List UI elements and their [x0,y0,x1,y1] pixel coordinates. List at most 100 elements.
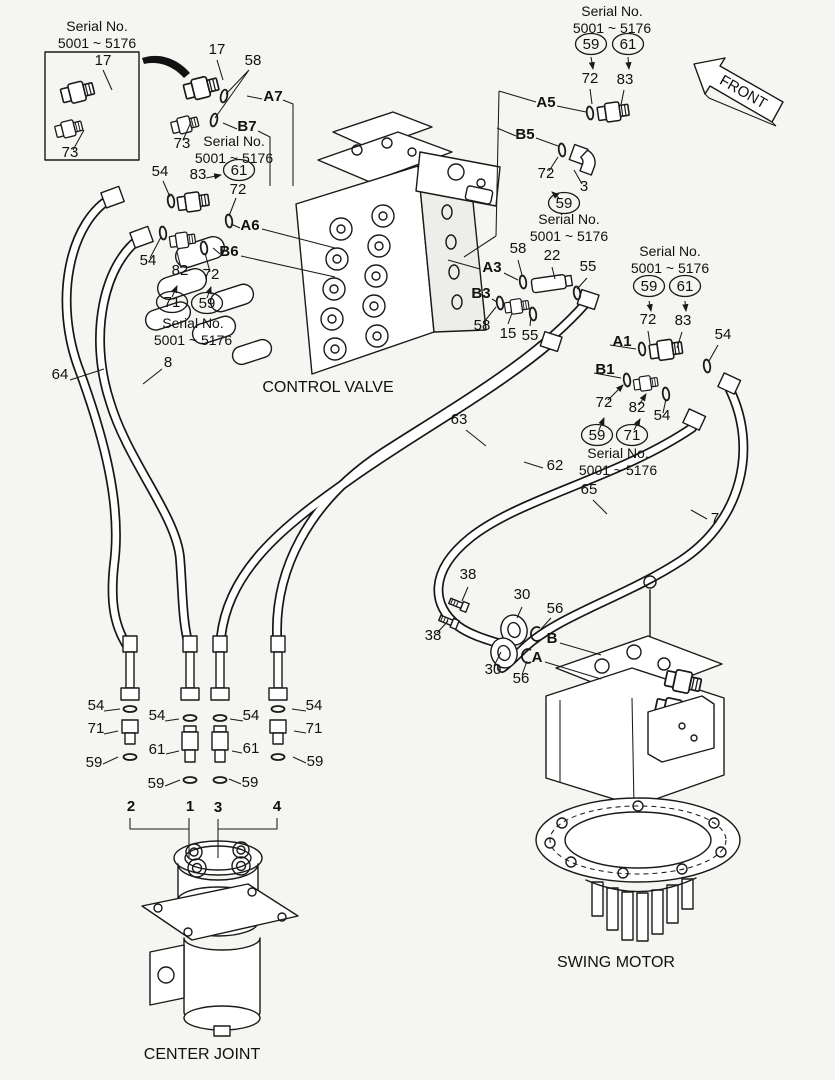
part-label-73: 73 [62,144,79,161]
center-joint-port-fittings [120,635,288,784]
part-label-56: 56 [547,600,564,617]
part-label-61: 61 [149,741,166,758]
part-label-56: 56 [513,670,530,687]
fittings-and-orings [158,73,712,402]
circled-part-label-61: 61 [677,278,694,295]
serial-note-serial-no: Serial No. [162,315,223,331]
part-label-30: 30 [485,661,502,678]
part-label-71: 71 [306,720,323,737]
circled-part-label-71: 71 [624,427,641,444]
part-label-65: 65 [581,481,598,498]
part-label-54: 54 [149,707,166,724]
part-label-54: 54 [152,163,169,180]
part-label-63: 63 [451,411,468,428]
part-label-59: 59 [86,754,103,771]
circled-part-label-61: 61 [231,162,248,179]
serial-note-serial-no: Serial No. [639,243,700,259]
part-label-61: 61 [243,740,260,757]
part-label-58: 58 [474,317,491,334]
serial-note-5001-5176: 5001 ~ 5176 [530,228,608,244]
part-label-59: 59 [148,775,165,792]
caption-swing-motor: SWING MOTOR [557,954,675,971]
part-label-a1: A1 [612,333,631,350]
circled-part-label-59: 59 [199,295,216,312]
serial-note-5001-5176: 5001 ~ 5176 [631,260,709,276]
part-label-58: 58 [510,240,527,257]
part-label-2: 2 [127,798,135,815]
swing-motor-drawing [535,575,741,942]
part-label-59: 59 [307,753,324,770]
part-label-a7: A7 [263,88,282,105]
circled-part-label-61: 61 [620,36,637,53]
circled-part-label-61-circle [222,158,256,182]
circled-part-label-59-circle [632,274,666,298]
part-label-b6: B6 [219,243,238,260]
part-label-71: 71 [88,720,105,737]
part-label-b7: B7 [237,118,256,135]
part-label-22: 22 [544,247,561,264]
part-label-54: 54 [88,697,105,714]
serial-note-5001-5176: 5001 ~ 5176 [579,462,657,478]
part-label-a6: A6 [240,217,259,234]
serial-inset-box [44,51,190,161]
circled-part-label-59-circle [547,191,581,215]
circled-part-label-71-circle [615,423,649,447]
hydraulic-hoses [61,185,749,673]
circled-part-label-61-circle [611,32,645,56]
circled-part-label-59: 59 [583,36,600,53]
part-label-82: 82 [172,262,189,279]
caption-center-joint: CENTER JOINT [144,1046,261,1063]
part-label-55: 55 [580,258,597,275]
part-label-b3: B3 [471,285,490,302]
serial-note-5001-5176: 5001 ~ 5176 [195,150,273,166]
serial-note-serial-no: Serial No. [581,3,642,19]
part-label-54: 54 [140,252,157,269]
part-label-72: 72 [582,70,599,87]
part-label-58: 58 [245,52,262,69]
part-label-54: 54 [306,697,323,714]
part-label-8: 8 [164,354,172,371]
serial-note-5001-5176: 5001 ~ 5176 [573,20,651,36]
part-label-54: 54 [243,707,260,724]
part-label-59: 59 [242,774,259,791]
circled-part-label-59-circle [574,32,608,56]
serial-note-serial-no: Serial No. [538,211,599,227]
circled-part-label-71-circle [155,290,189,314]
control-valve-drawing [144,111,501,375]
part-label-17: 17 [95,52,112,69]
part-label-b: B [547,630,558,647]
part-label-a: A [532,649,543,666]
part-label-1: 1 [186,798,194,815]
part-label-72: 72 [203,266,220,283]
circled-part-label-59: 59 [556,195,573,212]
part-label-30: 30 [514,586,531,603]
circled-part-label-61-circle [668,274,702,298]
circled-part-label-59-circle [190,291,224,315]
part-label-62: 62 [547,457,564,474]
circled-part-label-59: 59 [589,427,606,444]
part-label-54: 54 [654,407,671,424]
part-label-73: 73 [174,135,191,152]
pointer-swoosh [142,55,190,78]
serial-note-serial-no: Serial No. [203,133,264,149]
part-label-3: 3 [214,799,222,816]
circled-part-label-59: 59 [641,278,658,295]
part-label-72: 72 [596,394,613,411]
part-label-38: 38 [460,566,477,583]
part-label-4: 4 [273,798,282,815]
serial-note-5001-5176: 5001 ~ 5176 [58,35,136,51]
serial-note-serial-no: Serial No. [587,445,648,461]
part-label-83: 83 [675,312,692,329]
serial-note-5001-5176: 5001 ~ 5176 [154,332,232,348]
part-label-64: 64 [52,366,69,383]
part-label-b5: B5 [515,126,534,143]
part-label-83: 83 [617,71,634,88]
caption-control-valve: CONTROL VALVE [262,379,393,396]
part-label-72: 72 [230,181,247,198]
part-label-38: 38 [425,627,442,644]
serial-note-serial-no: Serial No. [66,18,127,34]
circled-part-label-59-circle [580,423,614,447]
circled-part-label-71: 71 [164,294,181,311]
